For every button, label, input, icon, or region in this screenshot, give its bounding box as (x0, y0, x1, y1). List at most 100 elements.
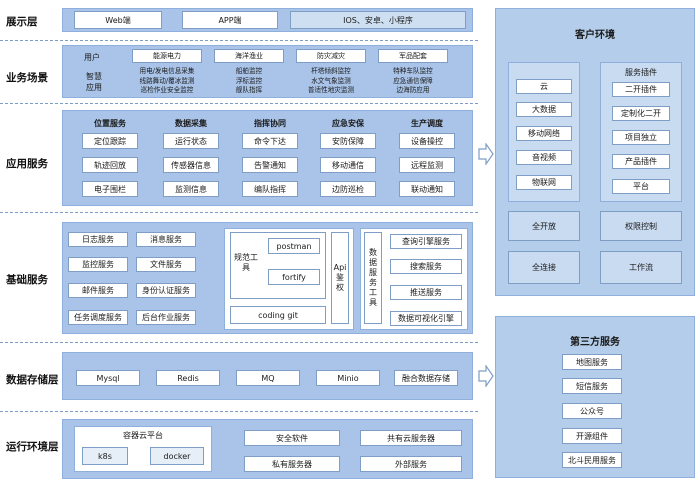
spec-tools-label: 规范工具 (234, 253, 258, 272)
app-col-title-location: 位置服务 (94, 119, 126, 128)
k8s-box: k8s (82, 447, 128, 465)
detail-military: 特种车队监控 应急通信保障 边海防应用 (393, 67, 433, 94)
separator (0, 40, 478, 41)
storage-minio: Minio (316, 370, 380, 386)
runtime-private-server: 私有服务器 (244, 456, 340, 472)
plugin-standalone: 项目独立 (612, 130, 670, 145)
app-item-order: 命令下达 (242, 133, 298, 149)
plugin-secondary-dev: 二开插件 (612, 82, 670, 97)
arrow-to-customer-icon (478, 143, 494, 165)
customer-iot: 物联网 (516, 175, 572, 190)
plugin-custom-dev: 定制化二开 (612, 106, 670, 121)
separator (0, 342, 478, 343)
postman-box: postman (268, 238, 320, 254)
app-item-security: 安防保障 (320, 133, 376, 149)
app-col-title-emergency: 应急安保 (332, 119, 364, 128)
app-item-alert: 告警通知 (242, 157, 298, 173)
app-client-box: APP端 (182, 11, 278, 29)
query-engine-box: 查询引擎服务 (390, 234, 462, 249)
app-item-playback: 轨迹回放 (82, 157, 138, 173)
plugin-title: 服务插件 (625, 68, 657, 77)
customer-permission: 权限控制 (600, 211, 682, 241)
app-item-fence: 电子围栏 (82, 181, 138, 197)
storage-fusion: 融合数据存储 (394, 370, 458, 386)
smart-label-2: 应用 (86, 83, 102, 92)
customer-bigdata: 大数据 (516, 102, 572, 117)
service-file: 文件服务 (136, 257, 196, 272)
category-military: 军品配套 (378, 49, 448, 63)
detail-ocean: 船舶监控 浮标监控 舰队指挥 (235, 67, 263, 94)
service-auth: 身份认证服务 (136, 283, 196, 298)
customer-open: 全开放 (508, 211, 580, 241)
layer-label-runtime: 运行环境层 (6, 441, 59, 453)
layer-label-presentation: 展示层 (6, 16, 38, 28)
runtime-external-service: 外部服务 (360, 456, 462, 472)
app-col-title-collection: 数据采集 (175, 119, 207, 128)
customer-av: 音视频 (516, 150, 572, 165)
app-item-border: 边防巡检 (320, 181, 376, 197)
category-ocean: 海洋渔业 (214, 49, 284, 63)
layer-label-foundation: 基础服务 (6, 274, 48, 286)
app-item-tracking: 定位跟踪 (82, 133, 138, 149)
mobile-client-box: IOS、安卓、小程序 (290, 11, 466, 29)
layer-label-business: 业务场景 (6, 72, 48, 84)
separator (0, 103, 478, 104)
third-sms: 短信服务 (562, 378, 622, 394)
service-log: 日志服务 (68, 232, 128, 247)
app-item-formation: 编队指挥 (242, 181, 298, 197)
service-scheduler: 任务调度服务 (68, 310, 128, 325)
plugin-product: 产品插件 (612, 154, 670, 169)
app-col-title-dispatch: 生产调度 (411, 119, 443, 128)
plugin-platform: 平台 (612, 179, 670, 194)
category-disaster: 防灾减灾 (296, 49, 366, 63)
third-opensource: 开源组件 (562, 428, 622, 444)
customer-mobile-network: 移动网络 (516, 126, 572, 141)
app-item-mobile-comm: 移动通信 (320, 157, 376, 173)
app-item-status: 运行状态 (163, 133, 219, 149)
data-tools-box: 数据服务工具 (364, 232, 382, 324)
storage-redis: Redis (156, 370, 220, 386)
app-col-title-command: 指挥协同 (254, 119, 286, 128)
storage-mq: MQ (236, 370, 300, 386)
third-party-title: 第三方服务 (570, 337, 620, 348)
customer-workflow: 工作流 (600, 251, 682, 284)
customer-env-title: 客户环境 (575, 30, 615, 41)
container-cloud-label: 容器云平台 (123, 431, 163, 440)
separator (0, 411, 478, 412)
third-official-account: 公众号 (562, 403, 622, 419)
service-backend-job: 后台作业服务 (136, 310, 196, 325)
docker-box: docker (150, 447, 204, 465)
app-item-sensor: 传感器信息 (163, 157, 219, 173)
app-item-linkage: 联动通知 (399, 181, 455, 197)
storage-mysql: Mysql (76, 370, 140, 386)
smart-label-1: 智慧 (86, 72, 102, 81)
search-service-box: 搜索服务 (390, 259, 462, 274)
arrow-to-third-party-icon (478, 365, 494, 387)
app-item-device: 设备操控 (399, 133, 455, 149)
push-service-box: 推送服务 (390, 285, 462, 300)
detail-energy: 用电/发电信息采集 线路舞动/覆冰监测 巡检作业安全监控 (139, 67, 195, 94)
visualization-engine-box: 数据可视化引擎 (390, 311, 462, 326)
detail-disaster: 杆塔倾斜监控 水文气象监测 普适性地灾监测 (307, 67, 355, 94)
service-monitor: 监控服务 (68, 257, 128, 272)
category-energy: 能源电力 (132, 49, 202, 63)
runtime-public-cloud: 共有云服务器 (360, 430, 462, 446)
third-beidou: 北斗民用服务 (562, 452, 622, 468)
user-label: 用户 (84, 53, 100, 62)
third-map: 地图服务 (562, 354, 622, 370)
app-item-monitor: 监测信息 (163, 181, 219, 197)
runtime-security-software: 安全软件 (244, 430, 340, 446)
layer-label-application: 应用服务 (6, 158, 48, 170)
customer-connect: 全连接 (508, 251, 580, 284)
customer-cloud: 云 (516, 79, 572, 94)
service-mail: 邮件服务 (68, 283, 128, 298)
api-auth-box: Api鉴权 (331, 232, 349, 324)
coding-git-box: coding git (230, 306, 326, 324)
web-client-box: Web端 (74, 11, 162, 29)
fortify-box: fortify (268, 269, 320, 285)
app-item-remote: 远程监测 (399, 157, 455, 173)
third-party-panel (495, 316, 695, 478)
separator (0, 212, 478, 213)
layer-label-storage: 数据存储层 (6, 374, 59, 386)
service-message: 消息服务 (136, 232, 196, 247)
